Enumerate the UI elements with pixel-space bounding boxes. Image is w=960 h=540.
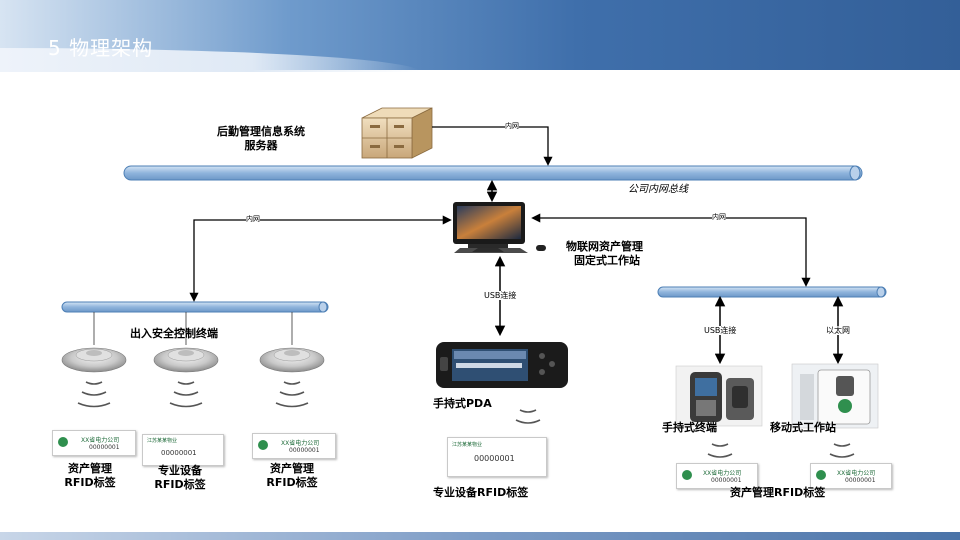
asset-rfid-tag: XX省电力公司 00000001 — [676, 463, 758, 489]
rfid-reader-icon — [153, 347, 219, 373]
tag-number: 00000001 — [711, 477, 742, 484]
page-title: 5 物理架构 — [48, 36, 154, 60]
tag-org: XX省电力公司 — [281, 440, 320, 447]
security-terminal-label: 出入安全控制终端 — [130, 327, 218, 340]
tag-org: 江苏某某物业 — [147, 438, 178, 444]
tag-label-line2: RFID标签 — [154, 478, 206, 491]
left-bus — [61, 301, 329, 313]
workstation-label: 物联网资产管理 固定式工作站 — [566, 240, 676, 268]
server-intranet-label: 内网 — [505, 122, 519, 131]
right-intranet-label: 内网 — [712, 213, 726, 222]
utility-logo-icon — [682, 470, 692, 480]
tag-label-line2: RFID标签 — [64, 476, 116, 489]
workstation-icon — [453, 202, 546, 253]
tag-label-3: 资产管理 RFID标签 — [260, 462, 324, 490]
tag-label-1: 资产管理 RFID标签 — [58, 462, 122, 490]
bottom-bar — [0, 532, 960, 540]
signal-waves-icon — [829, 443, 855, 458]
signal-waves-icon — [707, 443, 733, 458]
equipment-rfid-tag: 江苏某某物业 00000001 — [447, 437, 547, 477]
utility-logo-icon — [258, 440, 268, 450]
equipment-rfid-tag: 江苏某某物业 00000001 — [142, 434, 224, 466]
tag-label-line1: 资产管理 — [68, 462, 112, 475]
left-intranet-label: 内网 — [246, 215, 260, 224]
company-bus — [123, 165, 863, 181]
pda-label: 手持式PDA — [433, 397, 492, 410]
right-intranet-link — [531, 213, 811, 287]
workstation-label-line1: 物联网资产管理 — [566, 240, 643, 253]
right-tag-caption: 资产管理RFID标签 — [730, 486, 826, 499]
asset-rfid-tag: XX省电力公司 00000001 — [252, 433, 336, 459]
tag-number: 00000001 — [89, 444, 120, 451]
tag-org: XX省电力公司 — [81, 437, 120, 444]
signal-waves-icon — [169, 381, 203, 408]
server-label-line2: 服务器 — [244, 139, 278, 152]
signal-waves-icon — [77, 381, 111, 408]
mobile-workstation-label: 移动式工作站 — [770, 421, 836, 434]
pda-tag-caption: 专业设备RFID标签 — [433, 486, 529, 499]
pda-icon — [436, 342, 568, 388]
right-bus — [657, 286, 887, 298]
tag-org: XX省电力公司 — [837, 470, 876, 477]
asset-rfid-tag: XX省电力公司 00000001 — [810, 463, 892, 489]
utility-logo-icon — [816, 470, 826, 480]
tag-org: XX省电力公司 — [703, 470, 742, 477]
tag-label-line2: RFID标签 — [266, 476, 318, 489]
tag-number: 00000001 — [289, 447, 320, 454]
pda-usb-label: USB连接 — [484, 291, 517, 300]
signal-waves-icon — [275, 381, 309, 408]
rfid-reader-icon — [259, 347, 325, 373]
tag-number: 00000001 — [845, 477, 876, 484]
rfid-reader-icon — [61, 347, 127, 373]
signal-waves-icon — [515, 409, 541, 424]
workstation-label-line2: 固定式工作站 — [574, 254, 640, 267]
tag-label-line1: 专业设备 — [158, 464, 202, 477]
handheld-usb-label: USB连接 — [704, 326, 737, 335]
server-icon — [361, 107, 433, 159]
utility-logo-icon — [58, 437, 68, 447]
server-label-line1: 后勤管理信息系统 — [217, 125, 305, 138]
left-intranet-link — [189, 215, 452, 302]
asset-rfid-tag: XX省电力公司 00000001 — [52, 430, 136, 456]
handheld-terminal-label: 手持式终端 — [662, 421, 717, 434]
server-label: 后勤管理信息系统 服务器 — [196, 125, 326, 153]
ethernet-label: 以太网 — [826, 326, 850, 335]
tag-number: 00000001 — [161, 449, 197, 457]
handheld-terminal-icon — [675, 365, 763, 427]
mobile-workstation-icon — [791, 363, 879, 429]
tag-org: 江苏某某物业 — [452, 442, 483, 448]
company-bus-caption: 公司内网总线 — [628, 184, 688, 195]
tag-number: 00000001 — [474, 454, 515, 463]
server-link — [432, 126, 553, 166]
tag-label-line1: 资产管理 — [270, 462, 314, 475]
tag-label-2: 专业设备 RFID标签 — [148, 464, 212, 492]
title-banner: 5 物理架构 — [0, 0, 960, 72]
